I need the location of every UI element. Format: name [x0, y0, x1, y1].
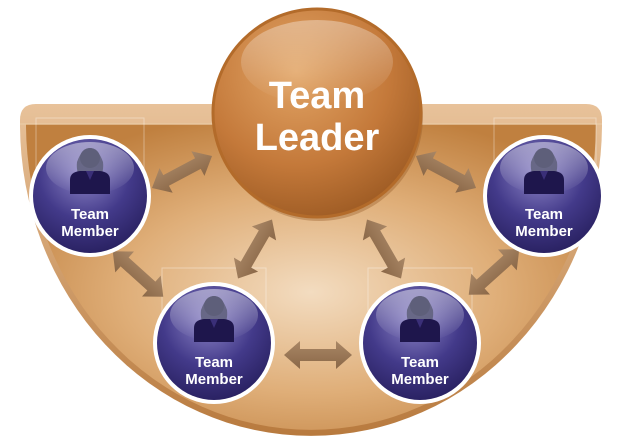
team-member-label-line2: Member	[515, 223, 573, 240]
team-member-node-right: Team Member	[483, 135, 605, 257]
team-member-label-line2: Member	[61, 223, 119, 240]
arrow-leader-member-bottom-left	[233, 219, 277, 279]
team-member-label-line1: Team	[195, 354, 233, 371]
team-member-label-line1: Team	[525, 206, 563, 223]
team-member-label-line2: Member	[391, 371, 449, 388]
team-member-label-line2: Member	[185, 371, 243, 388]
team-member-label-line1: Team	[401, 354, 439, 371]
team-member-node-left: Team Member	[29, 135, 151, 257]
team-leader-node: Team Leader	[211, 7, 423, 221]
team-member-node-bottom-right: Team Member	[359, 282, 481, 404]
team-member-label-line1: Team	[71, 206, 109, 223]
team-leader-label-line2: Leader	[255, 117, 380, 159]
arrow-member-bottom-left-bottom-right	[284, 341, 352, 369]
arrow-member-right-bottom-right	[468, 249, 520, 295]
team-leader-label-line1: Team	[269, 75, 365, 117]
arrow-leader-member-bottom-right	[362, 219, 406, 279]
arrow-leader-member-right	[415, 151, 477, 193]
connection-arrows	[112, 151, 520, 369]
team-member-node-bottom-left: Team Member	[153, 282, 275, 404]
arrow-leader-member-left	[151, 151, 213, 193]
arrow-member-left-bottom-left	[112, 251, 164, 297]
